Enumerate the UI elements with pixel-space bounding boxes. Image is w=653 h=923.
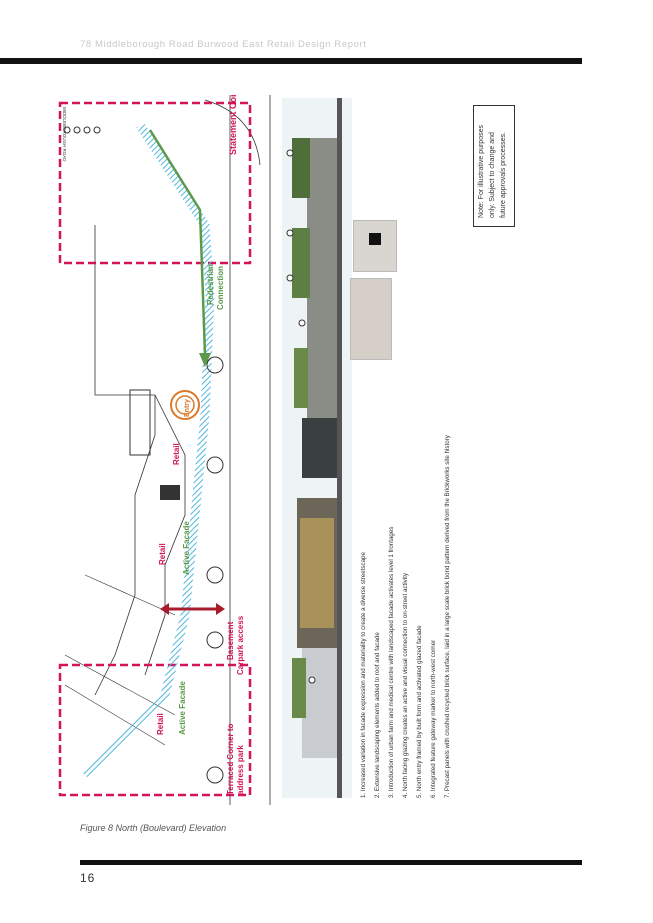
disclaimer-box: Note: For illustrative purposes only. Su… <box>473 105 515 227</box>
label-active-facade-1: Active Facade <box>182 521 191 575</box>
site-plan: MIDDLEBOROUGH ROAD Statement Corner Pede… <box>55 95 281 805</box>
label-statement-corner: Statement Corner <box>228 95 238 155</box>
disclaimer-line1: Note: For illustrative purposes <box>478 125 485 218</box>
label-terraced-2: address park <box>236 745 245 795</box>
note-item: 2. Extensive landscaping elements added … <box>374 632 381 798</box>
note-item: 3. Introduction of urban farm and medica… <box>388 526 395 798</box>
disclaimer-line2: only. Subject to change and <box>489 132 496 218</box>
label-pedestrian: Pedestrian <box>206 264 215 305</box>
label-retail-1: Retail <box>172 443 181 465</box>
top-rule <box>0 58 582 64</box>
note-item: 7. Precast panels with crushed recycled … <box>444 435 451 798</box>
notes-list: 1. Increased variation in facade express… <box>356 435 466 800</box>
note-item: 4. North facing glazing creates an activ… <box>402 573 409 798</box>
page-number: 16 <box>80 871 96 885</box>
figure-caption: Figure 8 North (Boulevard) Elevation <box>80 823 227 833</box>
disclaimer-line3: future approvals processes. <box>500 132 507 218</box>
window-detail <box>369 233 381 245</box>
label-carpark: Carpark access <box>236 615 245 675</box>
note-item: 5. North entry framed by built form and … <box>416 625 423 798</box>
material-swatch-panel <box>353 220 397 272</box>
elevation-drawing <box>282 98 352 798</box>
label-terraced-1: Terraced Corner to <box>226 723 235 795</box>
road-label: MIDDLEBOROUGH ROAD <box>62 107 67 162</box>
report-header: 78 Middleborough Road Burwood East Retai… <box>80 39 367 50</box>
note-item: 1. Increased variation in facade express… <box>360 552 367 798</box>
label-connection: Connection <box>216 266 225 310</box>
label-active-facade-2: Active Facade <box>178 681 187 735</box>
label-retail-2: Retail <box>158 543 167 565</box>
label-retail-3: Retail <box>156 713 165 735</box>
note-item: 6. Integrated feature gateway marker to … <box>430 639 437 798</box>
site-plan-drawing: MIDDLEBOROUGH ROAD Statement Corner Pede… <box>58 95 271 805</box>
label-entry: Entry <box>184 399 191 417</box>
label-basement: Basement <box>226 621 235 660</box>
north-elevation <box>282 98 352 798</box>
material-swatch-brick <box>350 278 392 360</box>
bottom-rule <box>80 860 582 865</box>
